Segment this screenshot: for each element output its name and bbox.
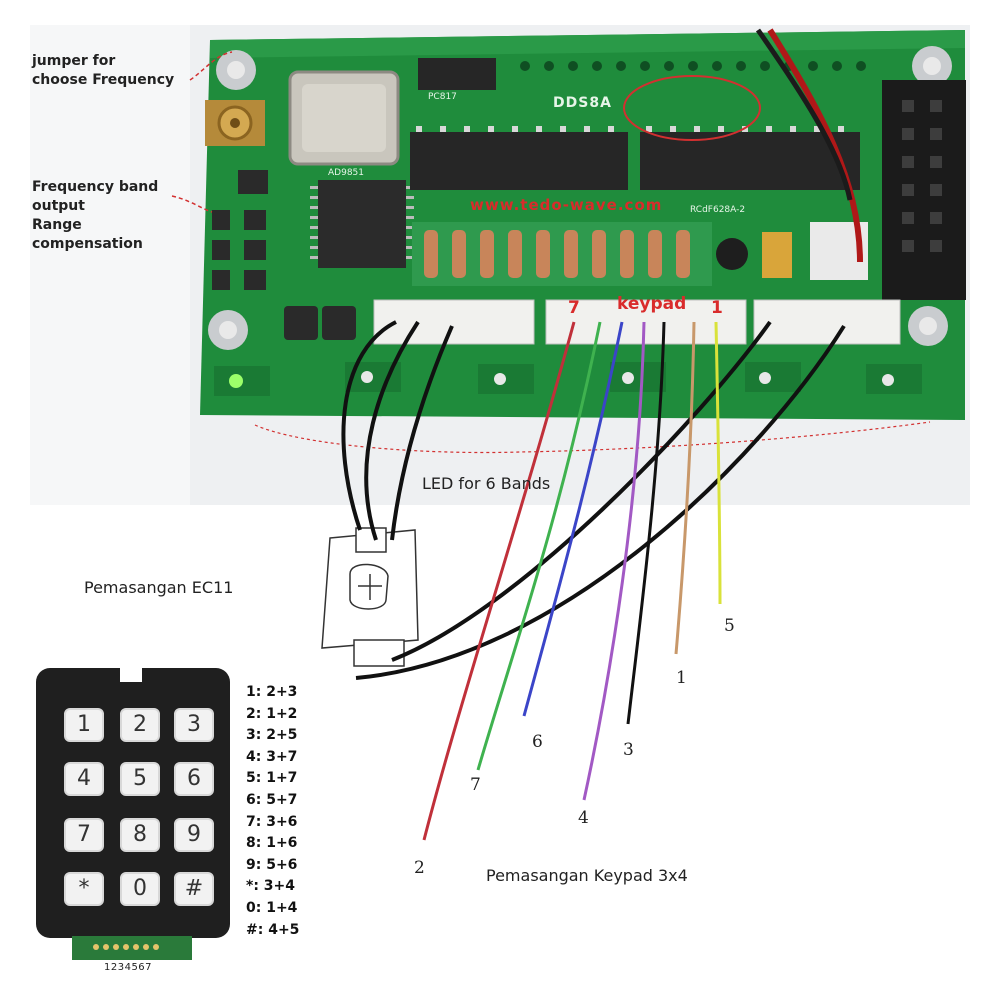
key-7[interactable]: 7 <box>64 818 104 852</box>
wire-label-4: 4 <box>578 808 589 828</box>
band-jumpers <box>212 170 268 290</box>
ec11-connector <box>373 299 535 345</box>
ec11-wires <box>341 320 846 680</box>
transistor <box>716 238 748 270</box>
key-2[interactable]: 2 <box>120 708 160 742</box>
keypad-header-label: keypad <box>617 294 687 314</box>
mapping-row: 0: 1+4 <box>246 899 298 916</box>
mapping-row: 5: 1+7 <box>246 770 298 787</box>
keypad-annotation: Pemasangan Keypad 3x4 <box>486 866 688 885</box>
board-name: DDS8A <box>553 95 612 111</box>
key-1[interactable]: 1 <box>64 708 104 742</box>
key-6[interactable]: 6 <box>174 762 214 796</box>
dds-pcb-board <box>200 28 966 420</box>
keypad-wire-6 <box>522 321 624 717</box>
ec11-annotation: Pemasangan EC11 <box>84 578 234 597</box>
wire-label-1: 1 <box>676 668 687 688</box>
power-wire-red <box>767 28 863 263</box>
dip-ic-right <box>640 132 860 190</box>
idc-header <box>882 80 966 300</box>
mapping-row: 7: 3+6 <box>246 813 298 830</box>
pc817-optocoupler <box>418 58 496 90</box>
band-annotation: Frequency band output Range compensation <box>32 179 159 252</box>
button-left <box>284 306 318 340</box>
keypad-connector <box>545 299 747 345</box>
jumper-highlight <box>623 75 761 141</box>
keypad-wire-7 <box>476 321 602 771</box>
mapping-row: 1: 2+3 <box>246 684 298 700</box>
capacitor <box>762 232 792 278</box>
keypad-wire-3 <box>626 321 666 725</box>
keypad-wire-2 <box>422 321 576 841</box>
pin-seven-label: 7 <box>568 298 580 318</box>
keypad-wire-1 <box>674 321 696 655</box>
keypad-ribbon <box>72 936 192 960</box>
ec11-encoder <box>321 527 419 667</box>
button-right <box>322 306 356 340</box>
pin-one-label: 1 <box>711 298 723 318</box>
wire-label-5: 5 <box>724 616 735 636</box>
keypad-wires <box>422 321 722 841</box>
aux-connector <box>753 299 901 345</box>
key-4[interactable]: 4 <box>64 762 104 796</box>
led-annotation: LED for 6 Bands <box>422 474 551 493</box>
mapping-row: 9: 5+6 <box>246 856 298 873</box>
ad9851-chip <box>318 180 406 268</box>
mapping-row: #: 4+5 <box>246 921 300 938</box>
key-star[interactable]: * <box>64 872 104 906</box>
keypad-wire-4 <box>582 321 646 801</box>
mapping-row: 4: 3+7 <box>246 748 298 765</box>
key-0[interactable]: 0 <box>120 872 160 906</box>
model-label: RCdF628A-2 <box>690 205 746 215</box>
pc817-label: PC817 <box>428 92 457 102</box>
wire-label-6: 6 <box>532 732 543 752</box>
power-wire-black <box>755 28 853 201</box>
mapping-row: *: 3+4 <box>246 878 296 895</box>
key-5[interactable]: 5 <box>120 762 160 796</box>
mapping-row: 3: 2+5 <box>246 727 298 744</box>
chip-label: AD9851 <box>328 168 364 178</box>
key-hash[interactable]: # <box>174 872 214 906</box>
mapping-row: 2: 1+2 <box>246 705 298 722</box>
key-3[interactable]: 3 <box>174 708 214 742</box>
website-watermark: www.tedo-wave.com <box>470 196 663 214</box>
mapping-row: 8: 1+6 <box>246 835 298 852</box>
mapping-row: 6: 5+7 <box>246 791 298 808</box>
keypad-pins-label: 1234567 <box>104 962 153 973</box>
dip-ic-left <box>410 132 628 190</box>
jumper-annotation: jumper for choose Frequency <box>32 53 175 88</box>
keypad-wire-5 <box>714 321 722 605</box>
keypad-mapping-list: 1: 2+3 2: 1+2 3: 2+5 4: 3+7 5: 1+7 6: 5+… <box>246 682 299 941</box>
key-9[interactable]: 9 <box>174 818 214 852</box>
key-8[interactable]: 8 <box>120 818 160 852</box>
wire-label-3: 3 <box>623 740 634 760</box>
wire-label-7: 7 <box>470 775 481 795</box>
wire-label-2: 2 <box>414 858 425 878</box>
